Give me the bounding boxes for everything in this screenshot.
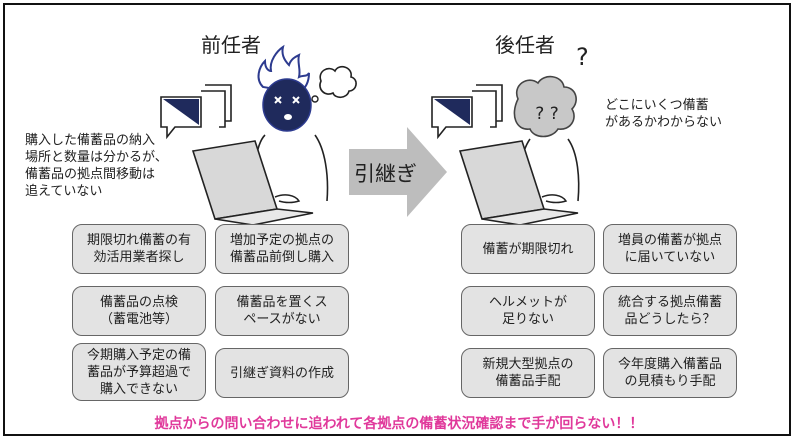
description-line: があるかわからない — [605, 115, 723, 130]
predecessor-task-bubble: 備蓄品の点検 （蓄電池等） — [72, 286, 206, 336]
predecessor-illustration — [160, 44, 357, 225]
predecessor-task-bubble: 引継ぎ資料の作成 — [215, 348, 349, 398]
successor-task-bubble: 新規大型拠点の 備蓄品手配 — [461, 348, 595, 398]
flag-bubble-icon — [160, 84, 232, 140]
successor-task-bubble: 増員の備蓄が拠点 に届いていない — [603, 224, 737, 274]
successor-illustration: ? ? ? — [431, 43, 589, 225]
steam-cloud-icon — [319, 65, 357, 99]
description-line: 購入した備蓄品の納入 — [25, 133, 156, 148]
laptop-icon — [458, 140, 579, 225]
description-line: 追えていない — [25, 184, 103, 199]
successor-task-bubble: 今年度購入備蓄品 の見積もり手配 — [603, 348, 737, 398]
predecessor-task-bubble: 今期購入予定の備 蓄品が予算超過で 購入できない — [72, 343, 206, 401]
predecessor-task-bubble: 備蓄品を置くス ペースがない — [215, 286, 349, 336]
successor-description: どこにいくつ備蓄 があるかわからない — [605, 97, 722, 131]
handover-label: 引継ぎ — [354, 162, 417, 186]
predecessor-description: 購入した備蓄品の納入 場所と数量は分かるが、 備蓄品の拠点間移動は 追えていない — [25, 132, 168, 200]
predecessor-task-bubble: 増加予定の拠点の 備蓄品前倒し購入 — [215, 224, 349, 274]
successor-task-bubble: ヘルメットが 足りない — [461, 286, 595, 336]
head-icon — [262, 78, 312, 132]
footer-message: 拠点からの問い合わせに追われて各拠点の備蓄状況確認まで手が回らない！！ — [154, 416, 644, 432]
successor-title: 後任者 — [495, 33, 555, 57]
predecessor-title: 前任者 — [201, 33, 261, 57]
handover-arrow-icon — [349, 127, 447, 217]
question-eyes-icon: ? ? — [535, 104, 558, 124]
figure-frame: 前任者 後任者 購入した備蓄品の納入 場所と数量は分かるが、 備蓄品の拠点間移動… — [3, 3, 791, 436]
question-mark-icon: ? — [576, 43, 589, 71]
cloud-head-icon — [513, 75, 577, 138]
predecessor-task-bubble: 期限切れ備蓄の有 効活用業者探し — [72, 224, 206, 274]
flag-bubble-icon — [431, 84, 503, 140]
laptop-icon — [191, 140, 314, 225]
description-line: 備蓄品の拠点間移動は — [25, 167, 156, 182]
description-line: 場所と数量は分かるが、 — [25, 150, 168, 165]
successor-task-bubble: 備蓄が期限切れ — [461, 224, 595, 274]
successor-task-bubble: 統合する拠点備蓄 品どうしたら？ — [603, 286, 737, 336]
description-line: どこにいくつ備蓄 — [605, 98, 709, 113]
